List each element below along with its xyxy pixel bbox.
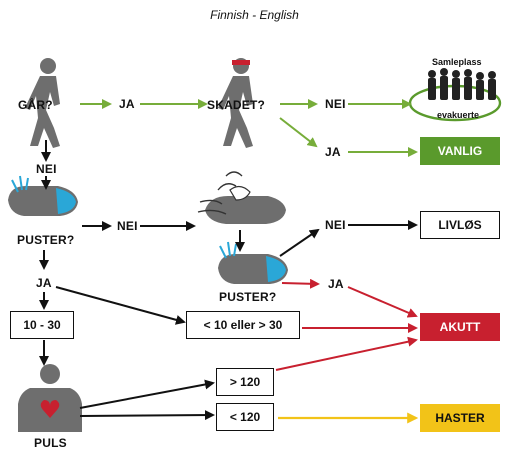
- node-evakuerte: evakuerte: [437, 110, 480, 120]
- node-puls: PULS: [34, 436, 67, 450]
- edge-nei-4: NEI: [325, 218, 346, 232]
- walking-person-icon: [25, 58, 60, 148]
- outcome-akutt: AKUTT: [420, 313, 500, 341]
- edge-ja-1: JA: [119, 97, 135, 111]
- edge-nei-3: NEI: [117, 219, 138, 233]
- edge-ja-4: JA: [328, 277, 344, 291]
- outcome-vanlig: VANLIG: [420, 137, 500, 165]
- edge-nei-1: NEI: [325, 97, 346, 111]
- edge-ja-2: JA: [325, 145, 341, 159]
- resp-range-box: 10 - 30: [10, 311, 74, 339]
- node-puster-1: PUSTER?: [17, 233, 75, 247]
- node-skadet: SKADET?: [207, 98, 266, 112]
- pulse-high-box: > 120: [216, 368, 274, 396]
- airway-maneuver-icon: [197, 171, 286, 224]
- node-gar: GÅR?: [18, 98, 53, 112]
- arrow-skadet-ja: [279, 117, 318, 148]
- edge-ja-3: JA: [36, 276, 52, 290]
- breathing-face-icon-2: [218, 241, 288, 284]
- node-samleplass: Samleplass: [432, 57, 482, 67]
- arrow-ja-outrange: [55, 286, 186, 325]
- arrow-puster2-nei: [279, 228, 320, 257]
- outcome-livlos: LIVLØS: [420, 211, 500, 239]
- breathing-face-icon: [8, 175, 78, 216]
- page-header: Finnish - English: [210, 8, 299, 22]
- injured-person-icon: [218, 58, 253, 148]
- pulse-low-box: < 120: [216, 403, 274, 431]
- resp-out-range-box: < 10 eller > 30: [186, 311, 300, 339]
- node-puster-2: PUSTER?: [219, 290, 277, 304]
- edge-nei-2: NEI: [36, 162, 57, 176]
- arrow-puster2-ja: [281, 278, 320, 289]
- arrow-puls-low: [79, 410, 215, 421]
- arrow-ja-akutt: [347, 286, 418, 318]
- outcome-haster: HASTER: [420, 404, 500, 432]
- arrow-high-akutt: [275, 336, 418, 371]
- arrow-puls-high: [79, 379, 215, 409]
- pulse-person-icon: [18, 364, 82, 432]
- assembly-group-icon: [408, 68, 502, 122]
